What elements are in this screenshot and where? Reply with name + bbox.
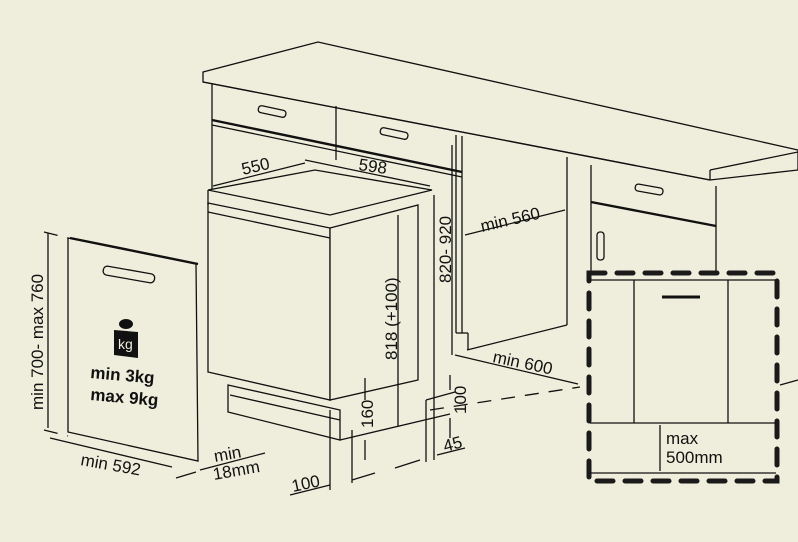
door-panel: kg min 3kg max 9kg	[67, 236, 199, 462]
cabinet-depth-label: min 560	[479, 204, 542, 236]
drawer-handle-icon	[257, 105, 287, 118]
depth-label: 550	[240, 154, 272, 179]
panel-height-label: min 700- max 760	[28, 274, 47, 410]
plinth-offset-label: 45	[441, 433, 464, 456]
front-offset-label: 100	[290, 471, 322, 495]
panel-thickness-min-label: min	[212, 442, 242, 465]
dimension-lines	[43, 145, 798, 496]
door-handle-icon	[596, 231, 605, 261]
width-label: 598	[357, 155, 388, 178]
drawer-handle-icon	[634, 183, 664, 196]
svg-text:kg: kg	[118, 336, 133, 352]
drawer-handle-icon	[379, 127, 409, 140]
countertop	[202, 41, 798, 181]
panel-width-label: min 592	[79, 450, 142, 479]
weight-icon: kg	[114, 319, 138, 358]
cabinets	[211, 84, 717, 351]
plinth-height-label: 160	[358, 400, 377, 428]
panel-handle-icon	[102, 265, 156, 284]
dishwasher	[207, 169, 433, 441]
plinth-max-label: max	[666, 429, 699, 448]
plinth-opening	[586, 270, 780, 484]
appliance-height-label: 818 (+100)	[382, 277, 401, 360]
opening-width-label: min 600	[491, 347, 554, 378]
plinth-max-value: 500mm	[666, 448, 723, 467]
plinth-gap-label: 100	[451, 386, 470, 414]
cabinet-height-label: 820- 920	[436, 216, 455, 283]
